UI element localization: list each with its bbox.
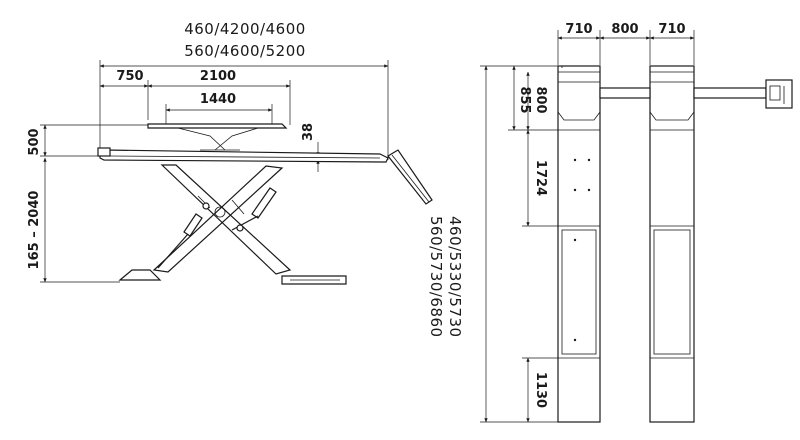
dim-height-range-label: 165 – 2040: [27, 191, 42, 270]
dim-500-label: 500: [27, 128, 42, 155]
dim-750-label: 750: [116, 69, 143, 84]
left-platform-top-view: [557, 65, 601, 423]
dim-855-label: 855: [517, 86, 532, 113]
dim-left-platform-width: 710: [565, 22, 592, 37]
side-length-label-1: 460/4200/4600: [184, 20, 306, 38]
right-platform-top-view: [649, 65, 695, 423]
dim-1724-label: 1724: [533, 160, 548, 196]
raised-extension-platform: [147, 123, 288, 151]
dim-800-label: 800: [533, 86, 548, 113]
dim-right-platform-width: 710: [658, 22, 685, 37]
top-view: 710 800 710: [427, 22, 793, 423]
dim-gap-width: 800: [611, 22, 638, 37]
scissor-mechanism: [118, 164, 347, 285]
control-crossbar: [599, 79, 793, 109]
top-length-label-1: 460/5330/5730: [446, 216, 464, 338]
dim-1440-label: 1440: [200, 92, 236, 107]
dim-38-label: 38: [301, 123, 316, 141]
main-platform: [97, 147, 433, 205]
dim-1130-label: 1130: [533, 372, 548, 408]
side-length-label-2: 560/4600/5200: [184, 42, 306, 60]
side-view: 460/4200/4600 560/4600/5200 750 2100 144…: [27, 20, 433, 285]
top-length-label-2: 560/5730/6860: [427, 216, 445, 338]
dim-2100-label: 2100: [200, 69, 236, 84]
